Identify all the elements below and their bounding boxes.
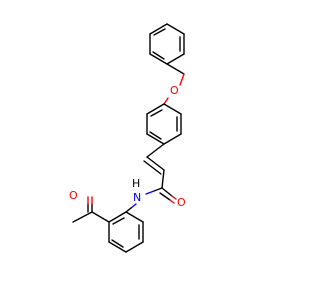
bond	[166, 23, 185, 35]
bond	[163, 133, 182, 145]
nitrogen-ring-bond	[125, 207, 132, 213]
ring-acetyl-bond	[91, 211, 110, 223]
aromatic-inner-bond	[150, 109, 163, 117]
aromatic-inner-bond	[153, 28, 166, 36]
bond	[166, 53, 185, 65]
nitrogen-ring-bond-n	[130, 203, 137, 209]
vinyl-carbonyl-bond	[161, 169, 165, 189]
carbonyl-double-bond	[159, 192, 171, 201]
benzyl-ch2-bond	[166, 63, 185, 75]
carbonyl-bond	[161, 187, 173, 197]
carbonyl-bond-o	[171, 195, 177, 200]
amide-cn-bond	[153, 187, 163, 192]
acetyl-methyl-bond	[72, 211, 93, 223]
oxygen-ring-bond	[163, 97, 169, 105]
ketone-oxygen-label: O	[69, 189, 78, 202]
amide-hydrogen-label: H	[132, 177, 140, 190]
amide-cn-bond-n	[145, 190, 155, 195]
bond	[146, 133, 165, 145]
carbonyl-double-bond-o	[169, 199, 175, 204]
amide-nitrogen-label: N	[133, 191, 141, 204]
vinyl-double-bond	[146, 156, 165, 171]
aromatic-inner-bond	[149, 131, 162, 140]
aromatic-inner-bond	[111, 239, 124, 248]
bond	[146, 103, 165, 115]
bond	[149, 23, 168, 35]
acetylphenyl-ring	[108, 211, 144, 253]
bond	[125, 241, 144, 253]
ch2-oxygen-bond	[179, 73, 185, 86]
molecule-diagram: O O H N	[69, 23, 186, 253]
bond	[149, 53, 168, 65]
ether-oxygen-label: O	[170, 84, 179, 97]
vinyl-double-bond-second	[143, 160, 162, 175]
bond	[125, 211, 144, 223]
benzyl-phenyl-ring	[149, 23, 185, 65]
aromatic-inner-bond	[112, 217, 125, 225]
bond	[108, 211, 127, 223]
bond	[163, 103, 182, 115]
bond	[108, 241, 127, 253]
amide-oxygen-label: O	[177, 196, 186, 209]
ring-vinyl-bond	[146, 143, 165, 158]
aromatic-inner-bond	[152, 51, 165, 60]
phenylene-ring	[146, 103, 182, 145]
